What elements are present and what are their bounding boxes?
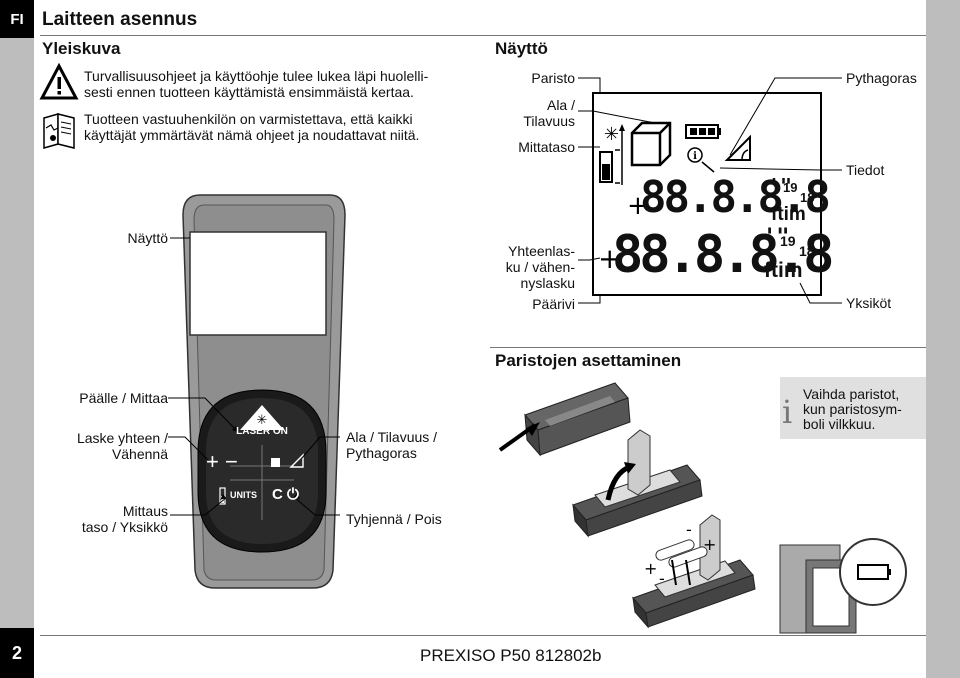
lcd-unit-large: ftim (764, 259, 803, 282)
lcd-inch-small: '" (768, 174, 793, 198)
area-volume-label: Ala / Tilavuus / Pythagoras (346, 429, 438, 461)
svg-text:+: + (644, 559, 657, 578)
batteries-rule (490, 347, 926, 348)
device-display-label: Näyttö (127, 230, 168, 246)
lcd-plus-small: + (627, 191, 649, 221)
battery-note-box (780, 377, 926, 439)
lcd-fraction-top-large: 19 (780, 233, 796, 249)
lcd-digits-small: 88.8.8.8 (640, 172, 831, 223)
sum-label: Yhteenlas- ku / vähen- nyslasku (505, 243, 575, 291)
lcd-inch-large: '" (763, 225, 790, 250)
add-subtract-label: Laske yhteen / Vähennä (76, 430, 168, 462)
svg-text:✳: ✳ (257, 413, 268, 428)
footer-rule (40, 635, 926, 636)
lcd-fraction-bottom-large: 18 (799, 243, 815, 259)
battery-note: Vaihda paristot, kun paristosym- boli vi… (803, 386, 902, 432)
info-icon: i (782, 393, 793, 431)
footer-text: PREXISO P50 812802b (420, 646, 602, 665)
batteries-heading: Paristojen asettaminen (495, 351, 682, 370)
reference-label: Mittataso (518, 139, 575, 155)
lcd-fraction-bottom-small: 18 (800, 190, 815, 205)
units-key[interactable]: UNITS (230, 490, 257, 500)
display-heading: Näyttö (495, 39, 548, 58)
warning-icon (39, 62, 79, 100)
language-tab: FI (0, 0, 34, 38)
level-unit-label: Mittaus taso / Yksikkö (81, 503, 168, 535)
svg-text:✳: ✳ (604, 124, 619, 145)
units-display-label: Yksiköt (846, 295, 892, 311)
manual-icon (43, 113, 75, 149)
manual-text: Tuotteen vastuuhenkilön on varmistettava… (84, 111, 420, 143)
svg-text:-: - (659, 569, 665, 588)
lcd-unit-small: ftim (771, 204, 806, 225)
plus-minus-key[interactable]: + − (206, 449, 238, 474)
page-number: 2 (0, 628, 34, 678)
svg-text:+: + (703, 535, 716, 554)
page-title: Laitteen asennus (42, 9, 198, 30)
clear-off-label: Tyhjennä / Pois (346, 511, 442, 527)
lcd-diagram: ✳ i + + (578, 77, 842, 304)
svg-text:-: - (686, 520, 692, 539)
area-volume-display-label: Ala / Tilavuus (523, 97, 575, 129)
pythagoras-label: Pythagoras (846, 70, 917, 86)
battery-illustration: + - + - (498, 382, 907, 634)
left-sidebar (0, 0, 34, 678)
clear-off-key[interactable]: C ⏻ (272, 486, 299, 503)
laser-on-key[interactable]: LASER ON (236, 426, 288, 437)
lcd-fraction-top-small: 19 (783, 180, 798, 195)
device-screen (189, 231, 327, 336)
right-sidebar (926, 0, 960, 678)
warning-text: Turvallisuusohjeet ja käyttöohje tulee l… (84, 68, 429, 100)
device-illustration: ✳ (168, 194, 346, 589)
battery-label: Paristo (531, 70, 575, 86)
info-label: Tiedot (846, 162, 885, 178)
power-measure-label: Päälle / Mittaa (79, 390, 168, 406)
lcd-digits-large: 88.8.8.8 (612, 225, 834, 285)
svg-text:i: i (693, 151, 697, 162)
main-line-label: Päärivi (532, 296, 575, 312)
overview-heading: Yleiskuva (42, 39, 121, 58)
title-rule (40, 35, 926, 36)
lcd-plus-large: + (598, 242, 621, 275)
